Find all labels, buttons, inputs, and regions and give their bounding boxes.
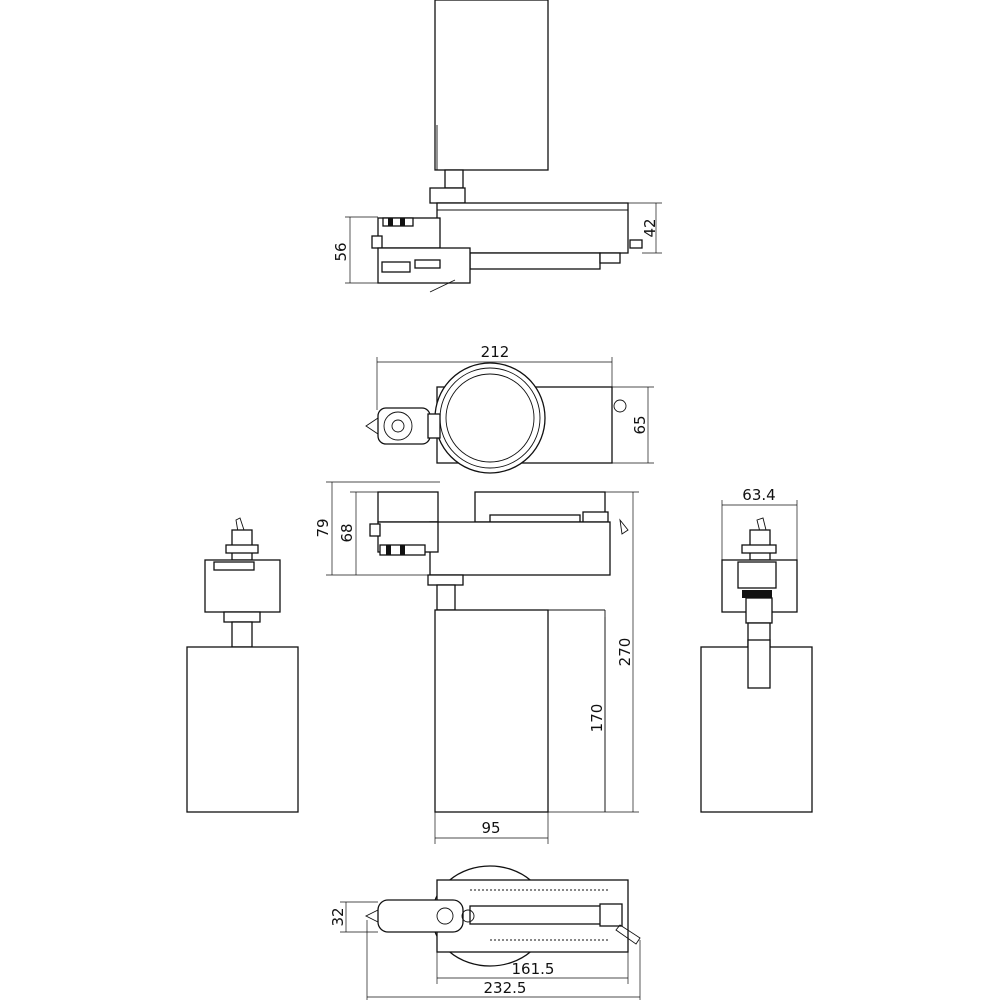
front-view: 79 68 270 170 95 [314, 481, 639, 844]
bottom-view: 32 161.5 232.5 [329, 865, 641, 1000]
side-view: 56 42 [332, 0, 662, 293]
dim-42: 42 [641, 218, 659, 237]
dim-68: 68 [338, 523, 356, 542]
dim-65: 65 [631, 415, 649, 434]
dim-56: 56 [332, 242, 350, 261]
top-view: 212 65 [365, 343, 654, 474]
dim-79: 79 [314, 518, 332, 537]
dim-161-5: 161.5 [512, 960, 555, 978]
dim-270: 270 [616, 638, 634, 667]
dim-32: 32 [329, 907, 347, 926]
dim-232-5: 232.5 [484, 979, 527, 997]
dim-63-4: 63.4 [742, 486, 775, 504]
dim-170: 170 [588, 704, 606, 733]
right-view: 63.4 [700, 486, 813, 813]
dim-212: 212 [481, 343, 510, 361]
left-view [186, 517, 299, 813]
dim-95: 95 [481, 819, 500, 837]
